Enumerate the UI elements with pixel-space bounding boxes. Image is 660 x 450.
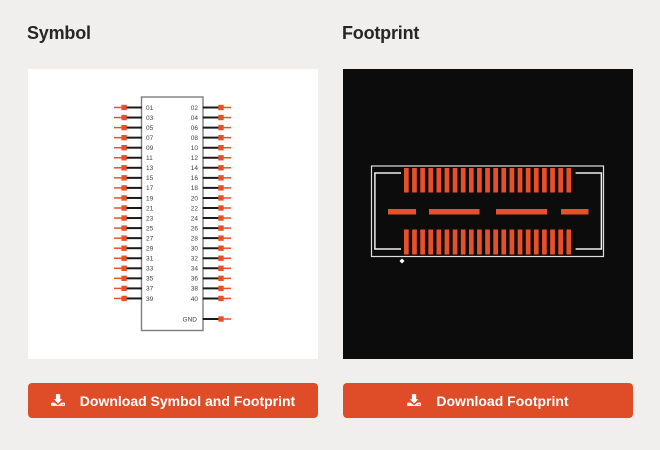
svg-text:14: 14 [191, 165, 199, 172]
svg-text:23: 23 [146, 215, 154, 222]
svg-text:34: 34 [191, 266, 199, 273]
svg-text:18: 18 [191, 185, 199, 192]
svg-text:13: 13 [146, 165, 154, 172]
svg-text:03: 03 [146, 115, 154, 122]
svg-text:01: 01 [146, 105, 154, 112]
svg-text:38: 38 [191, 286, 199, 293]
svg-text:22: 22 [191, 205, 199, 212]
svg-text:35: 35 [146, 276, 154, 283]
svg-text:06: 06 [191, 125, 199, 132]
svg-text:33: 33 [146, 266, 154, 273]
svg-text:07: 07 [146, 135, 154, 142]
svg-text:29: 29 [146, 246, 154, 253]
svg-text:26: 26 [191, 225, 199, 232]
svg-text:37: 37 [146, 286, 154, 293]
svg-text:11: 11 [146, 155, 153, 162]
svg-text:17: 17 [146, 185, 154, 192]
svg-text:12: 12 [191, 155, 199, 162]
svg-text:GND: GND [183, 316, 198, 323]
svg-text:15: 15 [146, 175, 154, 182]
svg-text:39: 39 [146, 296, 154, 303]
svg-text:04: 04 [191, 115, 199, 122]
svg-text:32: 32 [191, 256, 199, 263]
svg-text:31: 31 [146, 256, 154, 263]
svg-text:40: 40 [191, 296, 199, 303]
svg-text:10: 10 [191, 145, 199, 152]
svg-text:21: 21 [146, 205, 154, 212]
svg-text:24: 24 [191, 215, 199, 222]
svg-text:36: 36 [191, 276, 199, 283]
svg-text:02: 02 [191, 105, 199, 112]
svg-text:19: 19 [146, 195, 154, 202]
svg-text:20: 20 [191, 195, 199, 202]
svg-text:28: 28 [191, 235, 199, 242]
svg-text:05: 05 [146, 125, 154, 132]
svg-text:27: 27 [146, 235, 154, 242]
svg-text:30: 30 [191, 246, 199, 253]
svg-text:25: 25 [146, 225, 154, 232]
svg-text:16: 16 [191, 175, 199, 182]
svg-text:08: 08 [191, 135, 199, 142]
svg-text:09: 09 [146, 145, 154, 152]
